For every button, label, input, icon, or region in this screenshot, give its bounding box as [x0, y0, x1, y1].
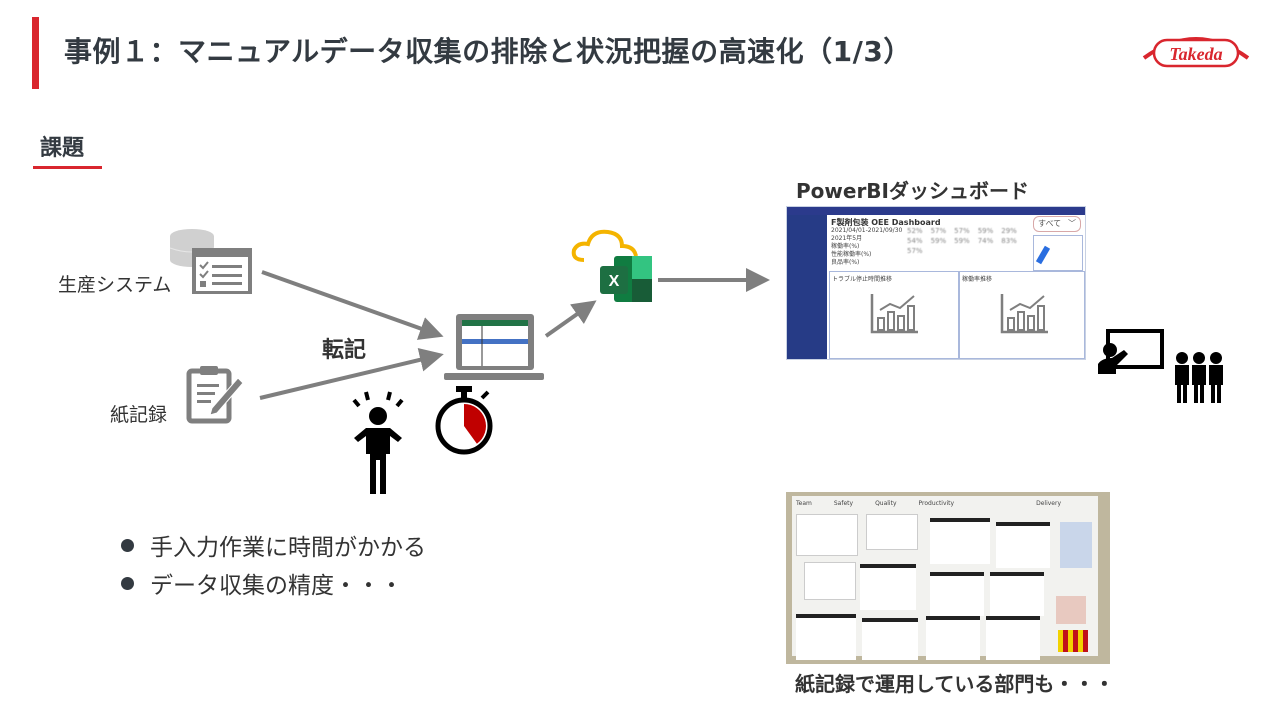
audience-group-icon: [1172, 350, 1226, 408]
chart-panel-downtime: トラブル停止時間推移: [829, 271, 959, 359]
board-label: Quality: [875, 500, 897, 507]
board-label: Delivery: [1036, 500, 1061, 507]
dashboard-sidebar: [787, 215, 827, 359]
kpi-value: 59%: [977, 227, 994, 235]
photo-caption: 紙記録で運用している部門も・・・: [795, 672, 1115, 696]
board-label: Productivity: [918, 500, 955, 507]
paper-record-label: 紙記録: [110, 404, 168, 426]
takeda-logo: Takeda: [1140, 28, 1252, 72]
laptop-spreadsheet-icon: [444, 312, 546, 386]
transcription-label: 転記: [322, 338, 367, 363]
board-label: Team: [796, 500, 812, 507]
issue-item: 手入力作業に時間がかかる: [118, 526, 426, 564]
powerbi-dashboard-screenshot: F製剤包装 OEE Dashboard すべて ﹀ 2021/04/01-2021…: [786, 206, 1086, 360]
excel-letter: X: [609, 273, 620, 290]
dashboard-filter-dropdown: すべて ﹀: [1033, 216, 1081, 232]
row-label: 稼働率(%): [831, 243, 860, 250]
clipboard-pencil-icon: [186, 364, 244, 428]
powerbi-title: PowerBIダッシュボード: [796, 179, 1029, 203]
kpi-value: 52%: [907, 227, 923, 235]
arrow-pc-to-excel: [544, 300, 597, 338]
arrow-paper-to-pc: [259, 348, 444, 400]
kpi-value: 59%: [954, 237, 970, 245]
title-accent-bar: [32, 17, 39, 89]
dashboard-top-bar: [787, 207, 1085, 215]
chart-panel-utilization: 稼働率推移: [959, 271, 1085, 359]
gauge-panel: [1033, 235, 1083, 271]
kpi-value: 29%: [1001, 227, 1017, 235]
board-label: Safety: [833, 500, 854, 507]
stopwatch-progress-fill: [464, 404, 486, 444]
chart-title: トラブル停止時間推移: [832, 276, 893, 283]
kpi-value: 59%: [930, 237, 947, 245]
issue-item: データ収集の精度・・・: [118, 564, 426, 602]
row-label: 2021/04/01-2021/09/30: [831, 227, 903, 234]
row-label: 良品率(%): [831, 259, 860, 266]
section-underline: [33, 166, 102, 169]
bar-line-chart-icon: [870, 294, 918, 334]
kpi-value: 57%: [954, 227, 970, 235]
stopwatch-icon: [432, 384, 496, 460]
board-labels: Team Safety Quality Productivity Delivery: [796, 500, 1061, 507]
stressed-person-icon: [348, 388, 408, 500]
dashboard-title: F製剤包装 OEE Dashboard: [831, 218, 941, 227]
kpi-value: 57%: [930, 227, 947, 235]
checklist-form-icon: [192, 248, 254, 300]
section-heading: 課題: [40, 136, 85, 161]
bullet-icon: [121, 538, 134, 552]
presenter-icon: [1098, 328, 1166, 380]
slide-title: 事例１：マニュアルデータ収集の排除と状況把握の高速化（1/3）: [64, 35, 912, 68]
dashboard-kpi-values: 52% 57% 57% 59% 29% 54% 59% 59% 74% 83% 57%: [907, 227, 1027, 255]
chevron-down-icon: ﹀: [1068, 219, 1076, 228]
source-system-label: 生産システム: [58, 274, 172, 296]
arrow-system-to-pc: [261, 270, 444, 340]
kpi-value: 54%: [907, 237, 923, 245]
kpi-value: 83%: [1001, 237, 1017, 245]
kpi-value: 74%: [977, 237, 994, 245]
bullet-icon: [121, 576, 134, 590]
dropdown-value: すべて: [1038, 219, 1062, 228]
row-label: 2021年5月: [831, 235, 863, 242]
chart-title: 稼働率推移: [962, 276, 993, 283]
kpi-value: 57%: [907, 247, 923, 255]
cloud-excel-icon: X: [570, 226, 660, 310]
issues-list: 手入力作業に時間がかかる データ収集の精度・・・: [118, 526, 426, 602]
whiteboard-photo: Team Safety Quality Productivity Delivery: [786, 492, 1110, 664]
row-label: 性能稼働率(%): [831, 251, 872, 258]
bar-line-chart-icon: [1000, 294, 1048, 334]
logo-text: Takeda: [1169, 44, 1222, 64]
